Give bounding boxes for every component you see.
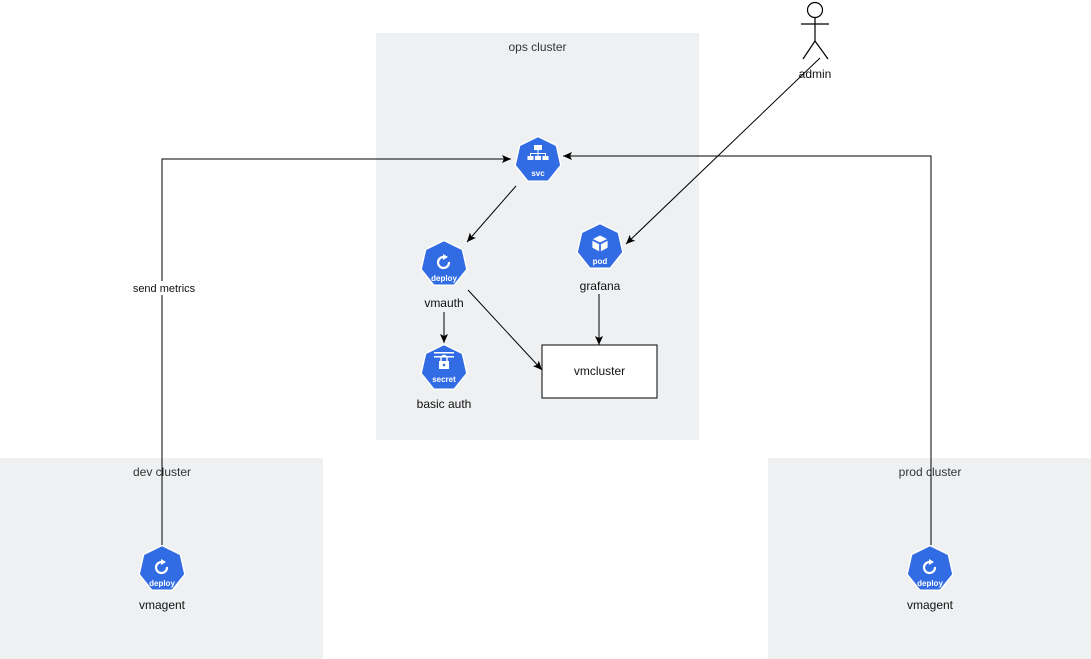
deployment-icon: deploy (420, 240, 468, 286)
deployment-icon: deploy (138, 545, 186, 591)
edge-prod-vmagent-to-svc (563, 152, 932, 545)
deployment-icon: deploy (906, 545, 954, 591)
vmcluster-label: vmcluster (574, 364, 625, 378)
prod-vmagent-badge: deploy (917, 579, 943, 588)
dev-vmagent-label: vmagent (139, 598, 186, 612)
pod-icon: pod (576, 223, 624, 269)
service-icon: svc (514, 136, 562, 182)
grafana-label: grafana (580, 279, 621, 293)
edge-admin-to-grafana (625, 57, 821, 245)
ops-cluster-label: ops cluster (508, 40, 566, 54)
basic-auth-label: basic auth (417, 397, 472, 411)
secret-icon: secret (420, 344, 468, 390)
prod-cluster-label: prod cluster (899, 465, 962, 479)
svc-badge: svc (531, 169, 545, 178)
vmcluster-box: vmcluster (541, 344, 658, 399)
admin-label: admin (799, 67, 832, 81)
edge-dev-vmagent-to-svc (161, 155, 511, 545)
secret-badge: secret (432, 375, 456, 384)
prod-vmagent-label: vmagent (907, 598, 954, 612)
grafana-badge: pod (593, 257, 608, 266)
edge-svc-to-vmauth (466, 185, 517, 243)
edge-label-send-metrics: send metrics (133, 283, 196, 295)
vmauth-label: vmauth (424, 296, 463, 310)
edge-vmauth-to-vmcluster (467, 289, 543, 371)
admin-actor-icon (801, 1, 829, 60)
dev-vmagent-badge: deploy (149, 579, 175, 588)
vmauth-badge: deploy (431, 274, 457, 283)
